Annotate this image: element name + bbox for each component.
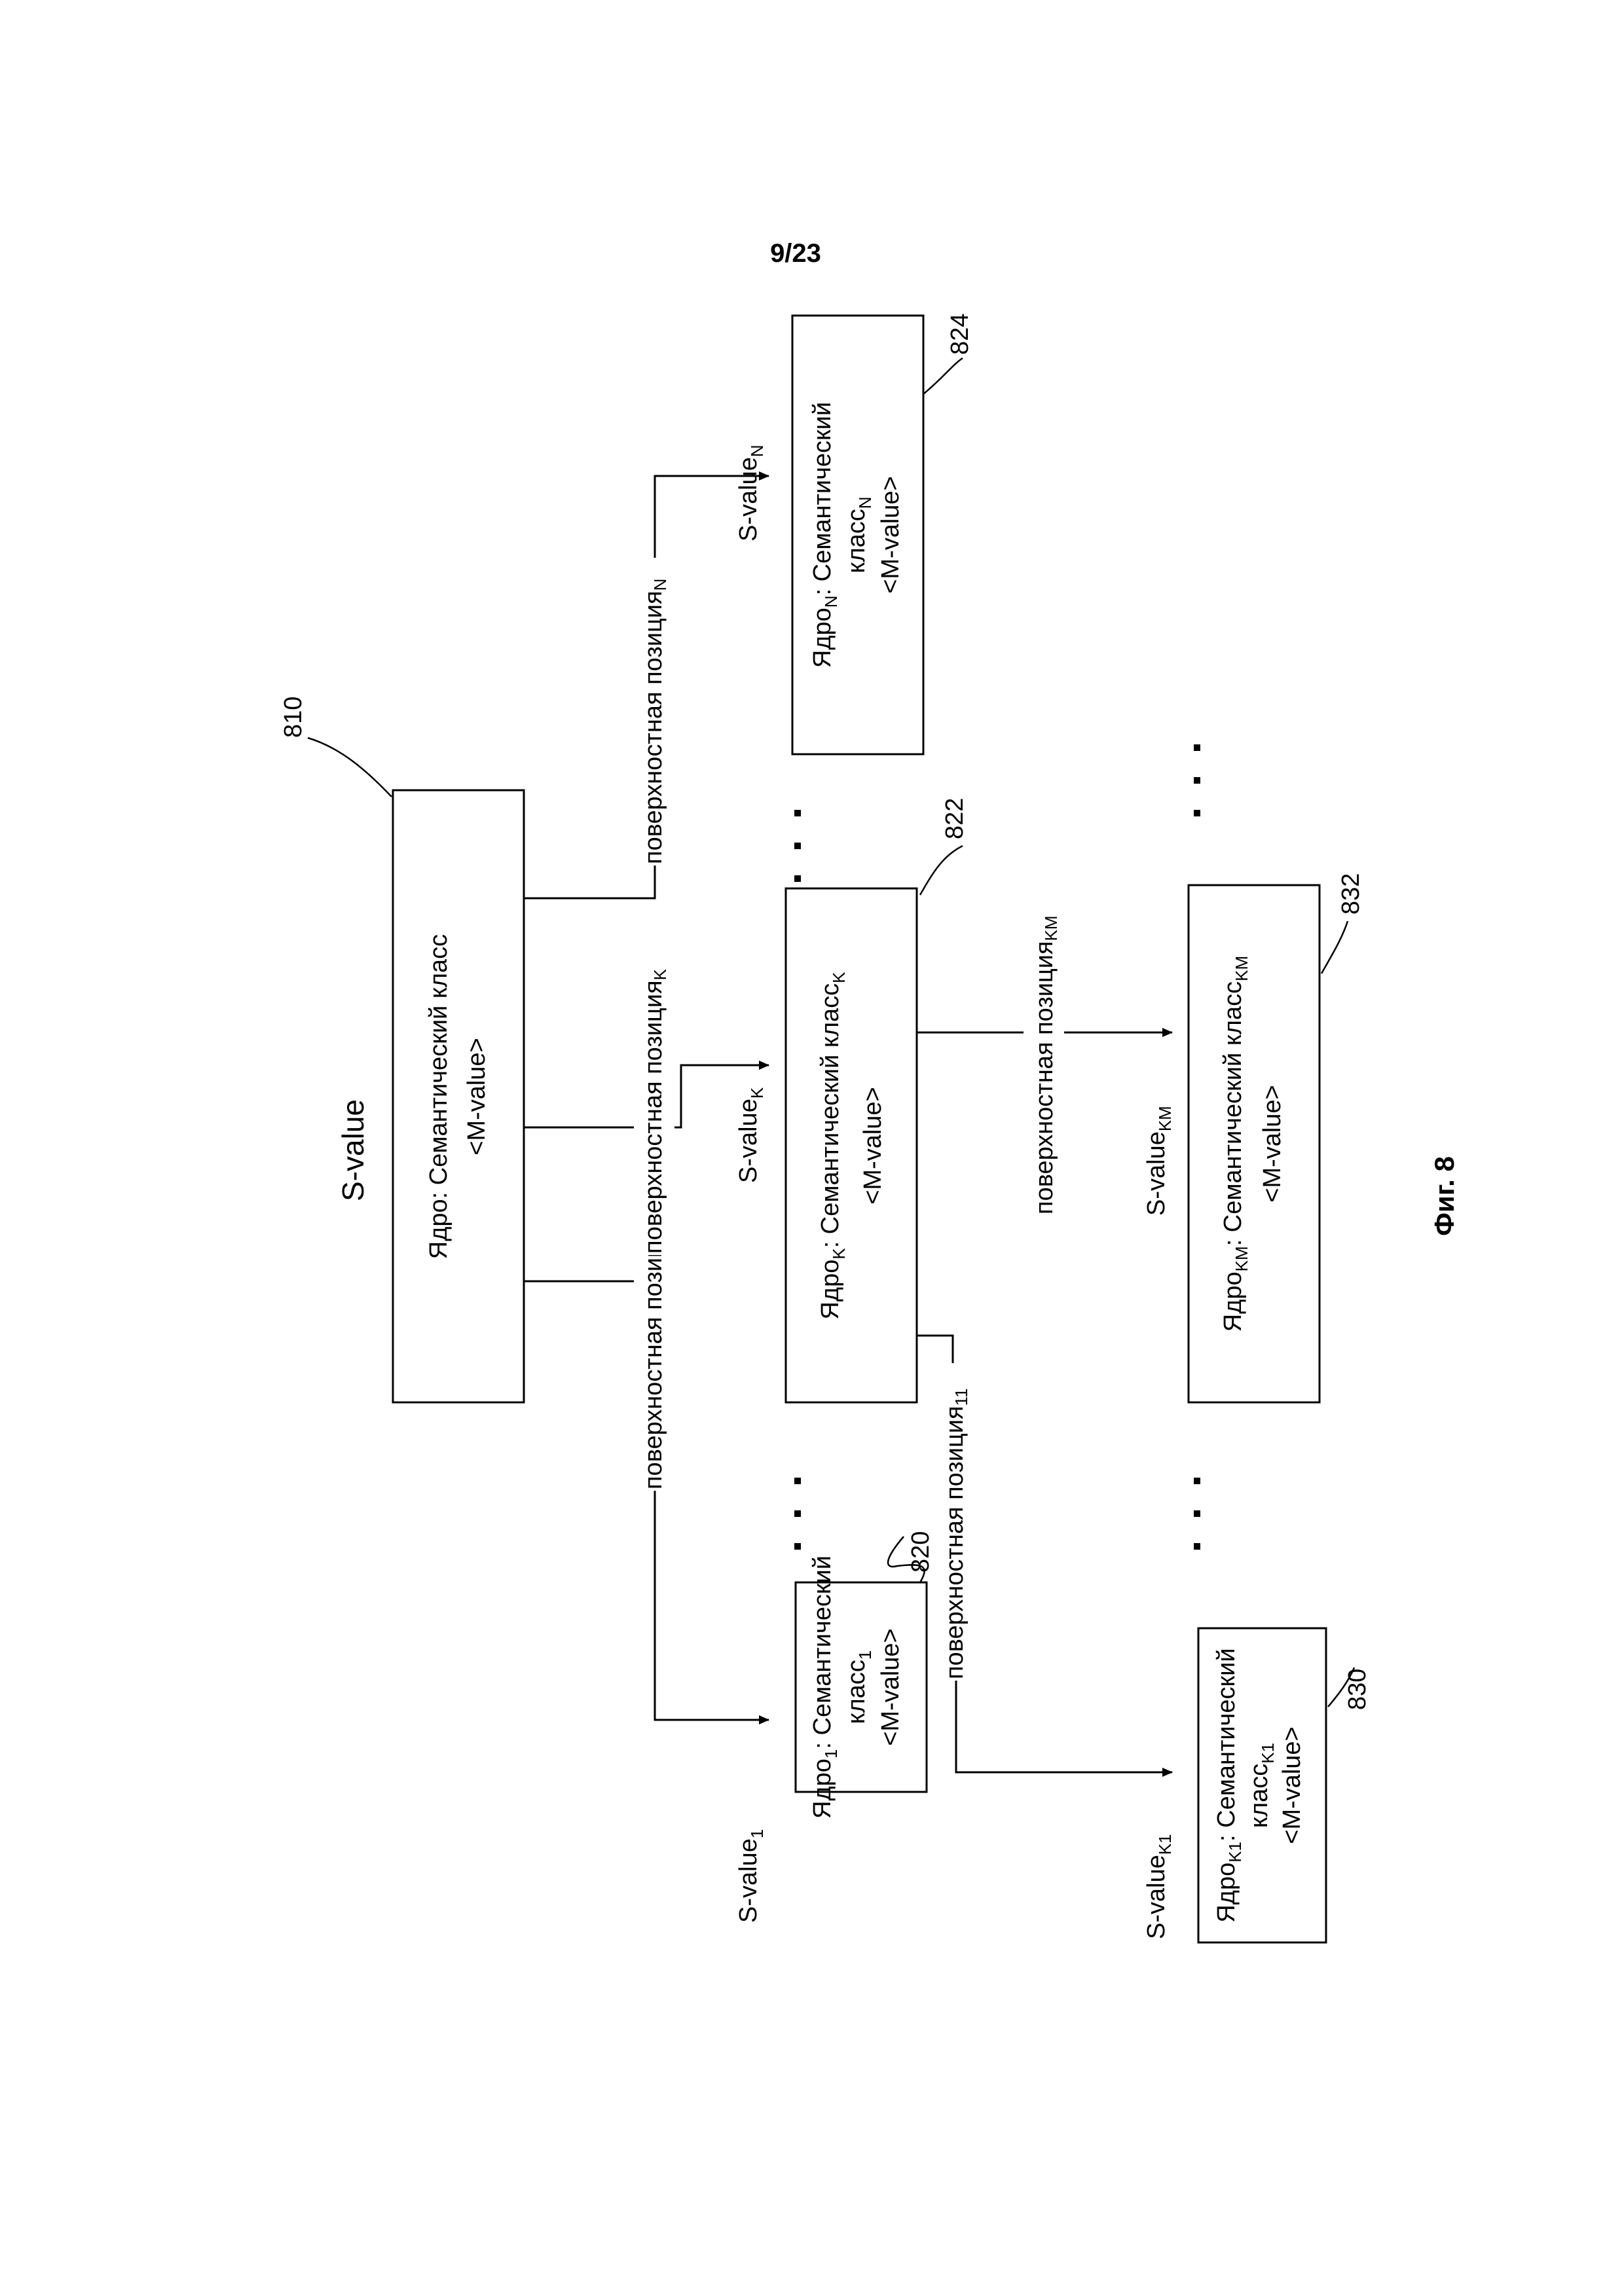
svg-text:S-valueKM: S-valueKM xyxy=(1143,1106,1175,1216)
figure-caption: Фиг. 8 xyxy=(1429,1156,1460,1236)
svg-text:поверхностная позицияN: поверхностная позицияN xyxy=(640,579,670,864)
node-n: S-valueN ЯдроN: Семантический классN <M-… xyxy=(735,314,974,754)
root-line-1: Ядро: Семантический класс xyxy=(425,934,452,1259)
node-k-line-1-sub: K xyxy=(829,972,849,983)
node-root: S-value Ядро: Семантический класс <M-val… xyxy=(280,697,524,1402)
node-km-svalue-sub: KM xyxy=(1155,1106,1175,1131)
ellipsis-after-km xyxy=(1194,744,1200,816)
ref-832: 832 xyxy=(1337,873,1365,915)
svg-text:ЯдроKM: Семантический классKM: ЯдроKM: Семантический классKM xyxy=(1219,956,1251,1332)
edge-sub-pos-n: N xyxy=(650,579,670,591)
node-1-line-3: <M-value> xyxy=(877,1628,904,1746)
edge-node-k-to-node-k1: поверхностная позиция11 xyxy=(917,1336,1172,1772)
node-km-line-1: : Семантический класс xyxy=(1219,981,1247,1247)
node-1-line-2-sub: 1 xyxy=(855,1650,875,1660)
ellipsis-between-k1-and-km xyxy=(1194,1478,1200,1550)
svg-text:ЯдроK1: Семантический: ЯдроK1: Семантический xyxy=(1213,1648,1245,1922)
svg-text:ЯдроK: Семантический классK: ЯдроK: Семантический классK xyxy=(817,972,849,1320)
node-km-core-sub: KM xyxy=(1232,1246,1251,1271)
node-k-line-1: : Семантический класс xyxy=(817,983,844,1248)
node-km: S-valueKM ЯдроKM: Семантический классKM … xyxy=(1143,873,1365,1402)
edge-label-pos-km: поверхностная позиция xyxy=(1031,941,1058,1214)
ref-824: 824 xyxy=(946,314,974,355)
svg-text:S-value1: S-value1 xyxy=(735,1829,767,1923)
node-n-line-3: <M-value> xyxy=(877,476,904,594)
edge-sub-pos-11: 11 xyxy=(951,1388,971,1406)
ellipsis-between-1-and-k xyxy=(794,1478,801,1550)
node-k1-line-3: <M-value> xyxy=(1278,1726,1306,1844)
svg-text:Ядро1: Семантический: Ядро1: Семантический xyxy=(809,1556,841,1819)
node-k1-core-sub: K1 xyxy=(1225,1842,1245,1863)
edge-label-pos-1: поверхностная позиция xyxy=(640,1216,667,1489)
svg-text:S-valueK: S-valueK xyxy=(735,1087,767,1183)
node-km-svalue: S-value xyxy=(1143,1131,1170,1216)
svg-text:класс1: класс1 xyxy=(843,1650,875,1724)
node-k-svalue-sub: K xyxy=(747,1087,767,1099)
ref-810: 810 xyxy=(280,697,307,738)
node-k-svalue: S-value xyxy=(735,1099,762,1183)
edge-label-pos-n: поверхностная позиция xyxy=(640,591,667,864)
edge-root-to-node-n: поверхностная позицияN xyxy=(524,476,769,898)
node-1: S-value1 Ядро1: Семантический класс1 <M-… xyxy=(735,1531,934,1923)
node-k-core: Ядро xyxy=(817,1260,844,1320)
node-n-core-sub: N xyxy=(821,595,841,608)
node-k1-svalue: S-value xyxy=(1143,1855,1170,1939)
node-km-line-2: <M-value> xyxy=(1259,1085,1286,1203)
root-box xyxy=(393,790,524,1402)
node-k1-line-2-sub: K1 xyxy=(1258,1743,1278,1764)
node-k1-line-1: : Семантический xyxy=(1213,1648,1240,1842)
node-1-svalue-sub: 1 xyxy=(747,1829,767,1838)
ref-822: 822 xyxy=(941,798,969,839)
edge-label-pos-11: поверхностная позиция xyxy=(941,1406,969,1679)
node-n-svalue: S-value xyxy=(735,457,762,541)
svg-text:S-valueK1: S-valueK1 xyxy=(1143,1834,1175,1939)
node-k1: S-valueK1 ЯдроK1: Семантический классK1 … xyxy=(1143,1628,1371,1942)
ref-830: 830 xyxy=(1344,1669,1371,1710)
svg-text:поверхностная позицияK: поверхностная позицияK xyxy=(640,968,670,1254)
edge-sub-pos-k: K xyxy=(650,968,670,980)
node-km-core: Ядро xyxy=(1219,1271,1247,1332)
node-1-line-1: : Семантический xyxy=(809,1556,836,1749)
node-1-core-sub: 1 xyxy=(821,1749,841,1758)
node-n-line-1: : Семантический xyxy=(809,402,836,596)
node-k-core-sub: K xyxy=(829,1248,849,1260)
node-1-svalue: S-value xyxy=(735,1838,762,1923)
node-k1-svalue-sub: K1 xyxy=(1155,1834,1175,1855)
edge-sub-pos-km: KM xyxy=(1041,915,1061,941)
svg-text:поверхностная позицияKM: поверхностная позицияKM xyxy=(1031,915,1061,1214)
node-n-core: Ядро xyxy=(809,608,836,668)
root-title: S-value xyxy=(336,1099,370,1201)
node-n-svalue-sub: N xyxy=(747,445,767,457)
node-k-line-2: <M-value> xyxy=(859,1087,887,1205)
svg-text:ЯдроN: Семантический: ЯдроN: Семантический xyxy=(809,402,841,668)
node-1-line-2: класс xyxy=(843,1660,870,1724)
node-k: S-valueK ЯдроK: Семантический классK <M-… xyxy=(735,798,969,1402)
svg-text:поверхностная позиция11: поверхностная позиция11 xyxy=(941,1388,971,1679)
edge-root-to-node-1: поверхностная позиция1 xyxy=(524,1183,769,1720)
node-k1-line-2: класс xyxy=(1246,1764,1273,1828)
ref-820: 820 xyxy=(907,1531,934,1573)
edge-label-pos-k: поверхностная позиция xyxy=(640,980,667,1254)
edge-node-k-to-node-km: поверхностная позицияKM xyxy=(917,895,1172,1216)
node-km-line-1-sub: KM xyxy=(1232,956,1251,981)
node-1-core: Ядро xyxy=(809,1758,836,1819)
edge-root-to-node-k: поверхностная позицияK xyxy=(524,931,769,1255)
node-k-box xyxy=(786,888,917,1402)
node-n-line-2-sub: N xyxy=(855,496,875,509)
node-km-box xyxy=(1189,885,1320,1402)
root-line-2: <M-value> xyxy=(463,1038,490,1156)
ellipsis-between-k-and-n xyxy=(794,810,801,882)
node-n-line-2: класс xyxy=(843,509,870,573)
svg-text:S-valueN: S-valueN xyxy=(735,445,767,541)
node-k1-core: Ядро xyxy=(1213,1863,1240,1923)
